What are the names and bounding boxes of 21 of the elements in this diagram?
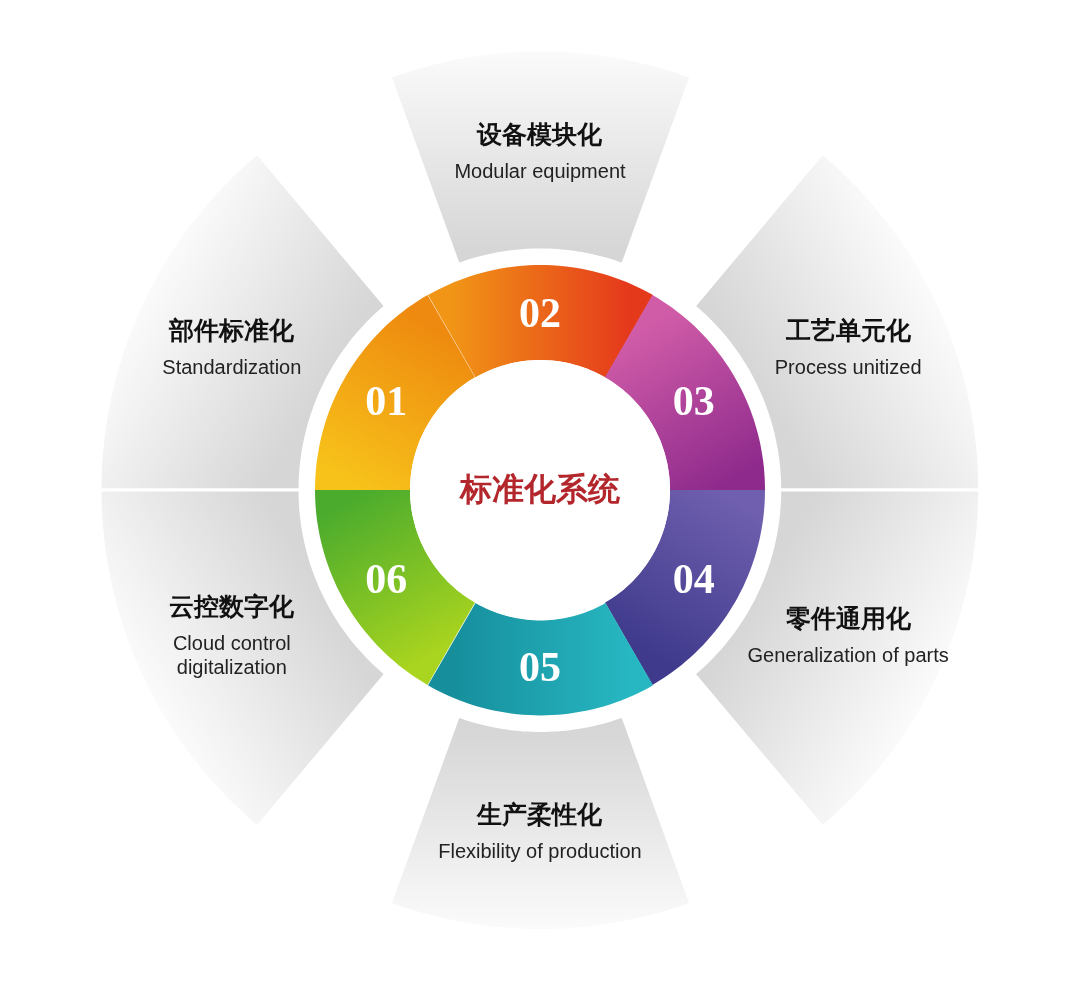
segment-title: 生产柔性化: [477, 798, 603, 831]
step-number: 02: [519, 288, 561, 337]
segment-title: 工艺单元化: [785, 314, 911, 347]
segment-title: 设备模块化: [477, 118, 603, 151]
segment-subtitle: Standardization: [161, 354, 303, 379]
ring-segment: [427, 265, 653, 378]
segment-title: 零件通用化: [785, 602, 911, 635]
segment-subtitle: Cloud control digitalization: [171, 630, 292, 679]
segment-subtitle: Modular equipment: [453, 158, 627, 183]
center-title: 标准化系统: [460, 469, 620, 510]
ring-segment: [427, 602, 653, 715]
segment-title: 云控数字化: [169, 590, 295, 623]
segment-title: 部件标准化: [169, 314, 295, 347]
step-number: 05: [519, 643, 561, 692]
step-number: 06: [365, 554, 408, 603]
segment-subtitle: Generalization of parts: [746, 642, 950, 667]
segment-subtitle: Flexibility of production: [437, 838, 643, 863]
step-number: 03: [672, 377, 715, 426]
step-number: 04: [672, 554, 715, 603]
segment-subtitle: Process unitized: [773, 354, 923, 379]
step-number: 01: [365, 377, 408, 426]
